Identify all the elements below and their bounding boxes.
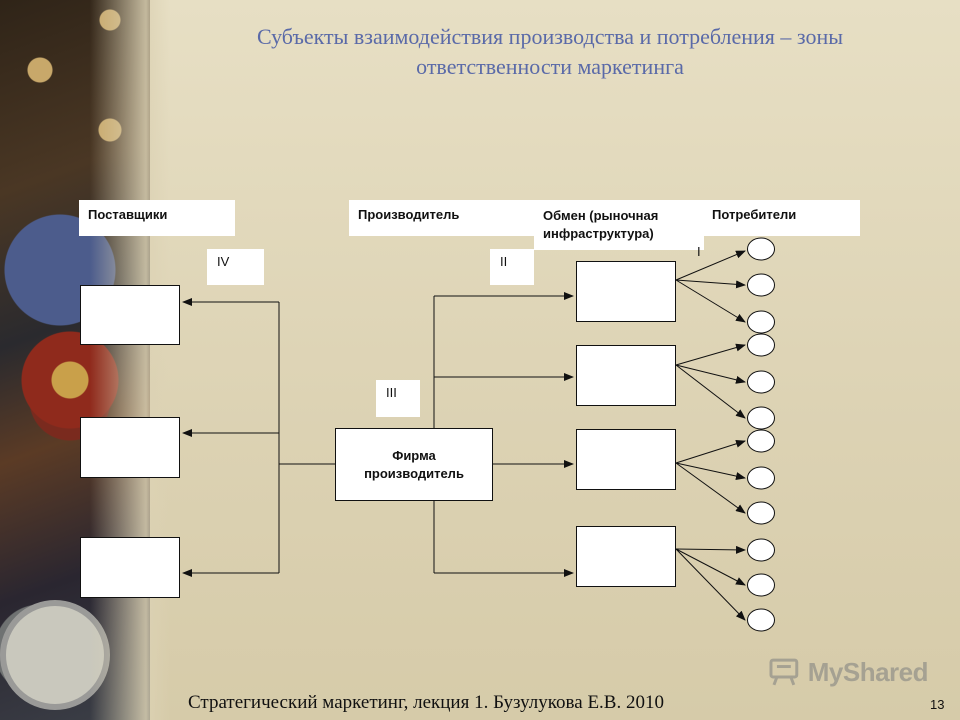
zone-ii-label: II	[490, 249, 534, 285]
consumer-circle-8	[747, 466, 775, 490]
arrow-to-consumer-9	[675, 462, 746, 514]
slide-title-line1: Субъекты взаимодействия производства и п…	[256, 24, 844, 49]
producer-label: Производитель	[349, 200, 534, 236]
exchange-label-line1: Обмен (рыночная	[543, 208, 659, 223]
arrow-to-consumer-6	[675, 364, 746, 419]
consumers-label: Потребители	[704, 200, 860, 236]
consumer-circle-7	[747, 429, 775, 453]
arrow-to-consumer-12	[675, 548, 746, 621]
consumer-circle-11	[747, 573, 775, 597]
firm-producer-box: Фирма производитель	[335, 428, 493, 501]
consumer-circle-5	[747, 370, 775, 394]
suppliers-label: Поставщики	[79, 200, 235, 236]
arrow-to-consumer-5	[675, 364, 746, 384]
watermark: MyShared	[768, 654, 929, 690]
consumer-circle-1	[747, 237, 775, 261]
arrow-to-consumer-11	[675, 548, 746, 586]
consumer-circle-6	[747, 406, 775, 430]
arrow-to-consumer-1	[675, 250, 746, 281]
exchange-label-line2: инфраструктура)	[543, 226, 654, 241]
intermediary-box-3	[576, 429, 676, 490]
supplier-box-3	[80, 537, 180, 598]
exchange-label: Обмен (рыночная инфраструктура)	[534, 200, 704, 250]
arrow-to-consumer-2	[675, 279, 746, 289]
zone-i-label: I	[697, 244, 701, 259]
page-number: 13	[930, 697, 945, 712]
arrow-to-consumer-10	[675, 545, 746, 554]
supplier-box-2	[80, 417, 180, 478]
slide-title: Субъекты взаимодействия производства и п…	[200, 22, 900, 82]
arrow-to-consumer-8	[675, 462, 746, 480]
arrow-to-consumer-3	[675, 279, 746, 323]
watermark-text: MyShared	[807, 656, 929, 687]
photo-fade	[90, 0, 170, 720]
zone-iv-label: IV	[207, 249, 264, 285]
arrow-to-consumer-7	[675, 439, 746, 464]
supplier-box-1	[80, 285, 180, 345]
firm-label-line1: Фирма	[392, 447, 436, 463]
intermediary-box-1	[576, 261, 676, 322]
consumer-circle-12	[747, 608, 775, 632]
consumer-circle-3	[747, 310, 775, 334]
presentation-icon	[769, 658, 799, 686]
intermediary-box-2	[576, 345, 676, 406]
intermediary-box-4	[576, 526, 676, 587]
slide-title-line2: ответственности маркетинга	[416, 54, 684, 79]
consumer-circle-4	[747, 333, 775, 357]
consumer-circle-10	[747, 538, 775, 562]
consumer-circle-2	[747, 273, 775, 297]
zone-iii-label: III	[376, 380, 420, 417]
arrow-to-consumer-4	[675, 343, 746, 366]
consumer-circle-9	[747, 501, 775, 525]
firm-label-line2: производитель	[364, 465, 464, 481]
slide-footer: Стратегический маркетинг, лекция 1. Бузу…	[188, 692, 664, 713]
